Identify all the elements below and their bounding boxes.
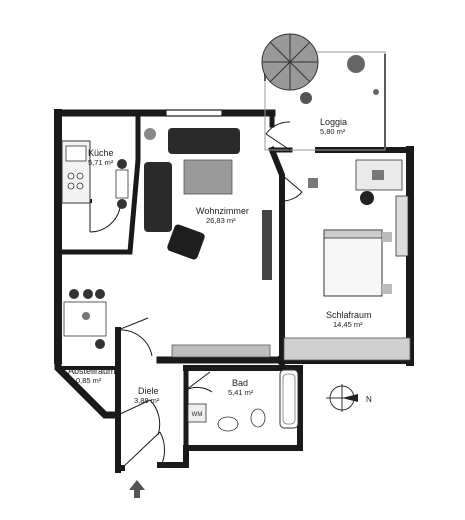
room-area-wohnzimmer: 26,83 m²	[206, 216, 236, 225]
bedroom-furniture	[283, 159, 411, 361]
radiator	[171, 344, 271, 358]
living-room-furniture	[63, 128, 272, 358]
room-name-bad: Bad	[232, 378, 248, 388]
room-name-abstellraum: Abstellraum	[68, 366, 116, 376]
plant-icon	[308, 178, 318, 188]
room-area-kueche: 5,71 m²	[88, 158, 114, 167]
bathtub	[279, 369, 299, 429]
plant-icon	[347, 55, 365, 73]
room-area-schlafraum: 14,45 m²	[333, 320, 363, 329]
coffee-table	[183, 159, 233, 195]
entrance-arrow-icon	[129, 480, 145, 498]
room-area-loggia: 5,80 m²	[320, 127, 346, 136]
room-area-bad: 5,41 m²	[228, 388, 254, 397]
armchair-left	[144, 162, 172, 232]
desk-chair	[360, 191, 374, 205]
room-name-kueche: Küche	[88, 148, 114, 158]
tv-cabinet	[262, 210, 272, 280]
compass: N	[326, 384, 372, 412]
room-labels: Küche 5,71 m² Wohnzimmer 26,83 m² Loggia…	[68, 117, 372, 405]
room-name-schlafraum: Schlafraum	[326, 310, 372, 320]
bathroom-fixtures: WM	[187, 369, 299, 432]
armchair-rotated	[167, 224, 205, 260]
wardrobe	[395, 195, 409, 257]
washer-label: WM	[192, 412, 203, 418]
washing-machine	[187, 403, 207, 423]
double-bed	[323, 229, 383, 297]
bedroom-radiator	[283, 337, 411, 361]
room-area-abstellraum: 0,85 m²	[76, 376, 102, 385]
sink	[217, 416, 239, 432]
sofa	[168, 128, 240, 154]
compass-north-label: N	[366, 395, 372, 404]
kitchen-fixtures	[61, 140, 129, 209]
room-name-loggia: Loggia	[320, 117, 347, 127]
toilet	[250, 408, 266, 428]
room-area-diele: 3,88 m²	[134, 396, 160, 405]
loggia-furniture	[261, 33, 379, 104]
plant-icon	[144, 128, 156, 140]
room-name-wohnzimmer: Wohnzimmer	[196, 206, 249, 216]
room-name-diele: Diele	[138, 386, 159, 396]
door-swings	[89, 121, 303, 469]
loggia-outline	[264, 51, 386, 151]
